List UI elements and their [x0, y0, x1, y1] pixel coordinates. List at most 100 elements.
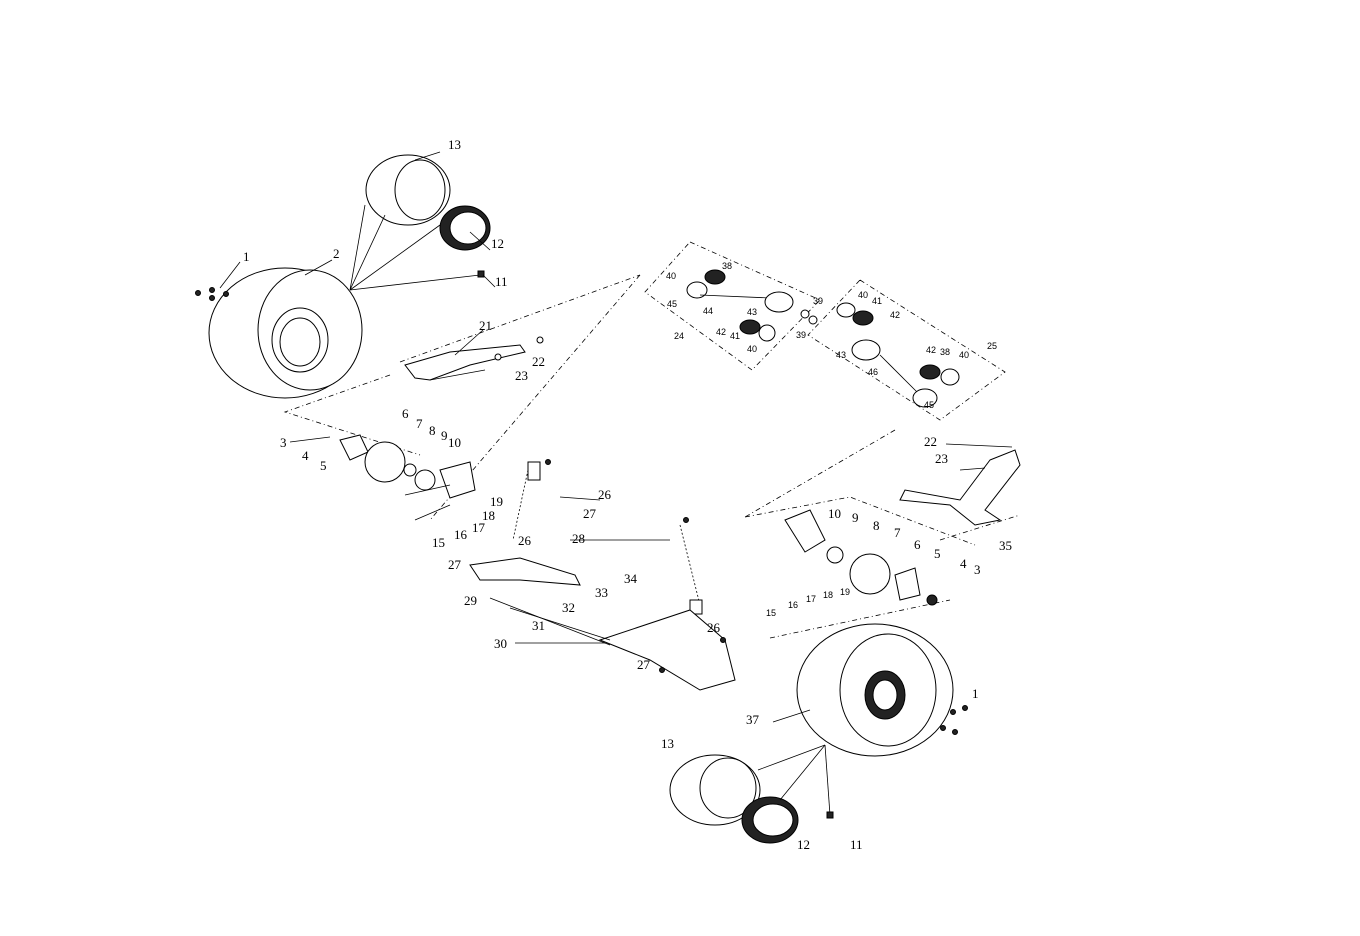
- callout: 7: [894, 525, 901, 540]
- callout: 45: [924, 400, 934, 410]
- callout: 1: [243, 249, 250, 264]
- nut-26: [683, 517, 689, 523]
- callouts-drive-shafts: 40 38 45 44 43 24 42 41 40 39 39 40 41 4…: [666, 261, 997, 410]
- callout: 5: [320, 458, 327, 473]
- callouts-right: 22 23 35 10 9 8 7 6 5 4 3 15 16 17 18 19…: [661, 434, 1012, 852]
- brake-disc-7: [849, 553, 891, 595]
- callout: 26: [598, 487, 612, 502]
- callout: 31: [532, 618, 545, 633]
- callout: 41: [730, 331, 740, 341]
- callout: 37: [746, 712, 760, 727]
- callout: 11: [850, 837, 863, 852]
- callout: 12: [491, 236, 504, 251]
- callout: 4: [302, 448, 309, 463]
- callout: 23: [515, 368, 528, 383]
- callout: 17: [806, 594, 816, 604]
- callout: 18: [482, 508, 495, 523]
- callout: 44: [703, 306, 713, 316]
- nut-1: [223, 291, 229, 297]
- callout: 5: [934, 546, 941, 561]
- bolt-27: [659, 667, 665, 673]
- callout: 34: [624, 571, 638, 586]
- leader-line: [757, 744, 826, 771]
- callout: 40: [747, 344, 757, 354]
- bolt-30: [489, 597, 611, 646]
- shock-mount: [527, 461, 541, 481]
- callout: 32: [562, 600, 575, 615]
- callouts-left: 13 12 11 1 2 21 22 23 6 7 8 9 10 3 4 5 1…: [243, 137, 545, 550]
- swing-arm-29: [469, 557, 581, 586]
- swing-arm-34: [598, 609, 736, 691]
- knuckle-19: [784, 509, 826, 553]
- leader-line: [219, 261, 241, 289]
- callout: 38: [722, 261, 732, 271]
- callout: 19: [840, 587, 850, 597]
- shock-mount: [689, 599, 703, 615]
- guide-line: [399, 274, 641, 363]
- callout: 6: [402, 406, 409, 421]
- callout: 10: [448, 435, 461, 450]
- clamp-40: [940, 368, 960, 386]
- rear-suspension-assembly: [469, 459, 736, 691]
- callout: 27: [583, 506, 597, 521]
- shock-spring-28: [512, 469, 529, 541]
- leader-line: [772, 709, 811, 723]
- tire-13-sidewall: [394, 159, 446, 221]
- guide-line: [744, 429, 896, 518]
- callout: 13: [661, 736, 674, 751]
- leader-line: [349, 224, 441, 291]
- bolt: [404, 484, 451, 496]
- front-left-wheel-assembly: [195, 154, 544, 521]
- callout: 30: [494, 636, 507, 651]
- leader-line: [482, 274, 496, 288]
- valve-11: [477, 270, 485, 278]
- boot-38: [919, 364, 941, 380]
- callout: 27: [637, 657, 651, 672]
- leader-line: [289, 436, 331, 443]
- callout: 16: [454, 527, 468, 542]
- guide-line: [744, 496, 976, 546]
- callout: 9: [852, 510, 859, 525]
- drive-shaft-25-boundary: [807, 279, 1006, 421]
- a-arm-21: [404, 344, 526, 381]
- callout: 29: [464, 593, 477, 608]
- callout: 40: [959, 350, 969, 360]
- nut-1: [209, 287, 215, 293]
- nut-4: [926, 594, 938, 606]
- callout: 1: [972, 686, 979, 701]
- callout: 42: [890, 310, 900, 320]
- shaft-44: [699, 294, 771, 299]
- tire-13-sidewall: [699, 757, 757, 819]
- nut-1: [962, 705, 968, 711]
- callout: 43: [747, 307, 757, 317]
- wheel-hub: [279, 317, 321, 367]
- callout: 43: [836, 350, 846, 360]
- circlip-8: [403, 463, 417, 477]
- callout: 23: [935, 451, 948, 466]
- bolt-15: [414, 504, 451, 521]
- nut-22: [536, 336, 544, 344]
- wheel-hub: [872, 679, 898, 711]
- nut-1: [209, 295, 215, 301]
- nut-1: [195, 290, 201, 296]
- callout: 39: [796, 330, 806, 340]
- leader-line: [559, 496, 601, 501]
- callout: 3: [974, 562, 981, 577]
- callout: 22: [924, 434, 937, 449]
- callout: 13: [448, 137, 461, 152]
- leader-line: [349, 274, 481, 291]
- rim-12-inner: [449, 211, 487, 245]
- front-right-wheel-assembly: [669, 449, 1021, 844]
- cv-joint-45: [686, 281, 708, 299]
- shaft-46: [879, 354, 921, 396]
- nut-1: [940, 725, 946, 731]
- callout: 18: [823, 590, 833, 600]
- bolt-23: [429, 369, 486, 381]
- leader-lines: [219, 151, 1013, 723]
- guide-line: [283, 374, 421, 456]
- callout: 46: [868, 367, 878, 377]
- callout: 12: [797, 837, 810, 852]
- cv-joint-45: [912, 388, 938, 408]
- ring-39: [808, 315, 818, 325]
- nut: [494, 353, 502, 361]
